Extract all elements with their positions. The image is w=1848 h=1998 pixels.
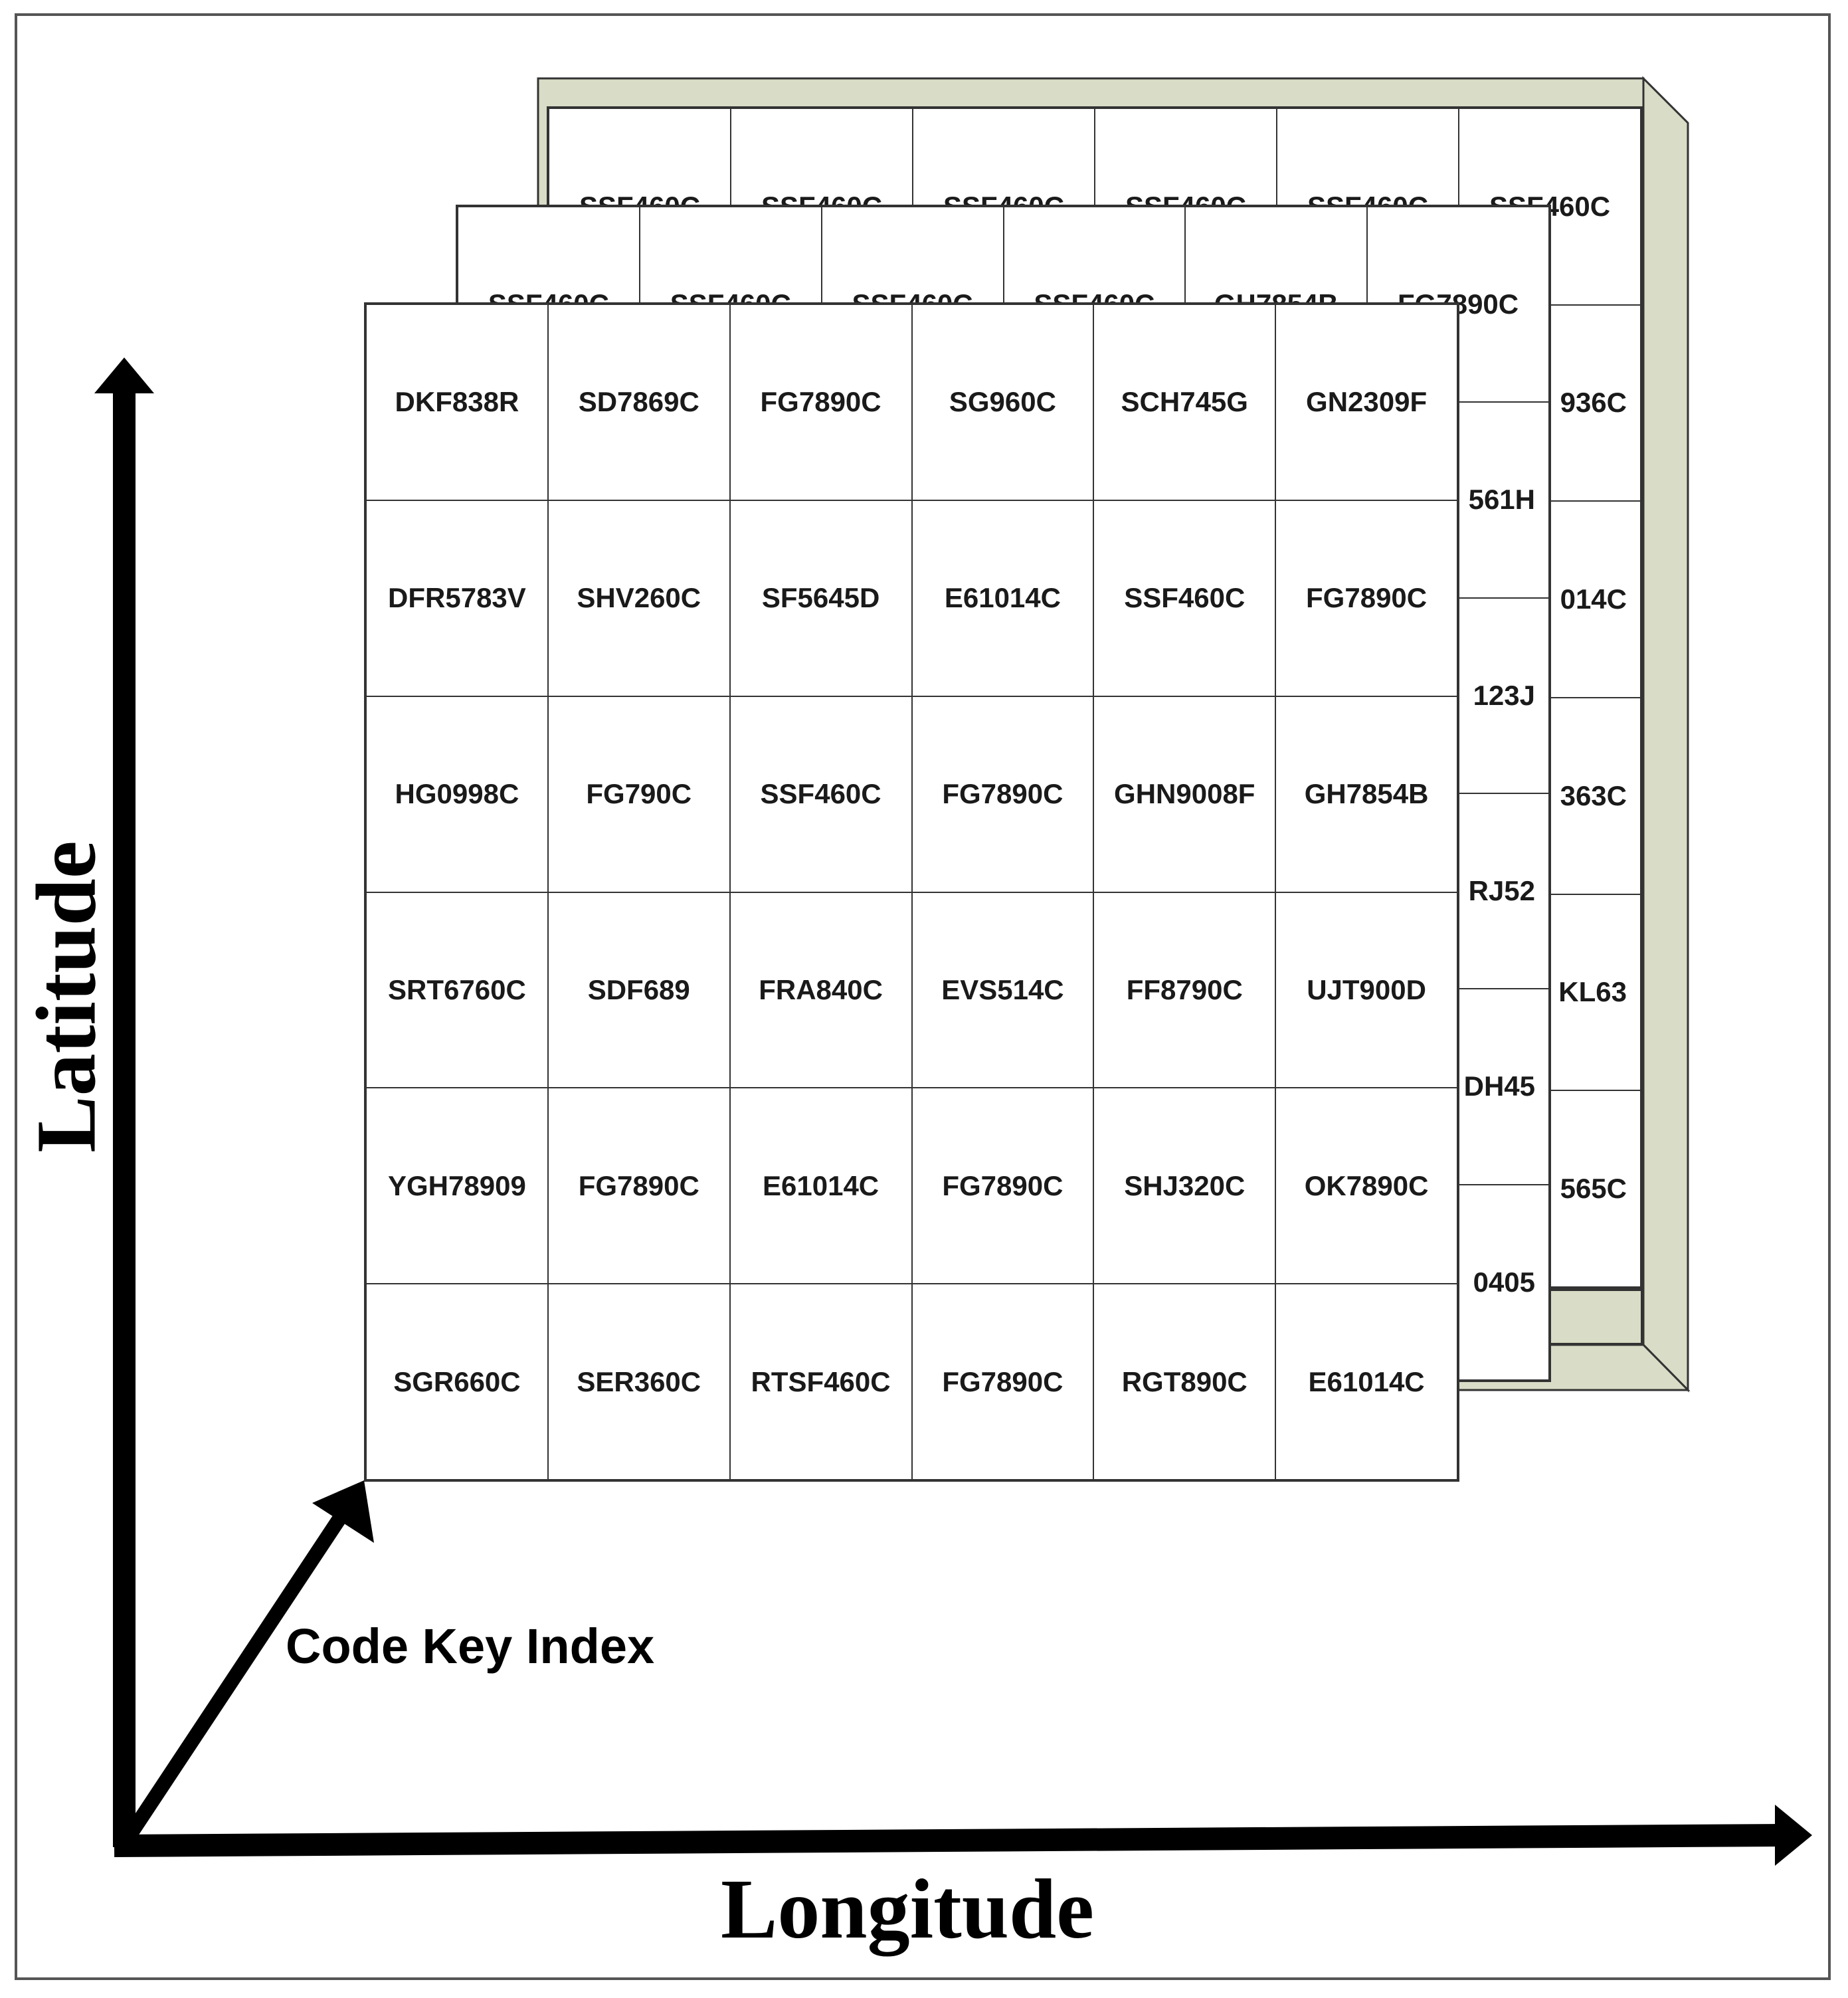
front-grid-cell: SHJ320C	[1093, 1088, 1276, 1284]
front-grid-cell: SRT6760C	[366, 892, 548, 1088]
front-grid-cell: FG7890C	[729, 304, 912, 500]
longitude-axis-line	[114, 1824, 1781, 1857]
front-grid-cell: RGT890C	[1093, 1284, 1276, 1480]
front-grid-cell: EVS514C	[911, 892, 1094, 1088]
code-key-index-axis-line	[120, 1505, 352, 1845]
front-grid-cell: FG790C	[547, 696, 730, 892]
front-grid-cell: FG7890C	[1275, 500, 1457, 696]
code-key-index-label: Code Key Index	[286, 1619, 655, 1674]
front-grid-cell: SSF460C	[1093, 500, 1276, 696]
front-grid-cell: SSF460C	[729, 696, 912, 892]
front-grid-cell: YGH78909	[366, 1088, 548, 1284]
front-grid-cell: E61014C	[1275, 1284, 1457, 1480]
front-grid-cell: FG7890C	[547, 1088, 730, 1284]
front-grid-cell: SHV260C	[547, 500, 730, 696]
front-grid-cell: SF5645D	[729, 500, 912, 696]
front-grid-cell: FRA840C	[729, 892, 912, 1088]
front-grid-cell: DKF838R	[366, 304, 548, 500]
front-grid-cell: SD7869C	[547, 304, 730, 500]
front-grid-cell: GHN9008F	[1093, 696, 1276, 892]
front-grid-cell: FG7890C	[911, 1088, 1094, 1284]
front-grid-cell: DFR5783V	[366, 500, 548, 696]
front-grid-cell: SDF689	[547, 892, 730, 1088]
front-grid-cell: SGR660C	[366, 1284, 548, 1480]
front-grid-cell: UJT900D	[1275, 892, 1457, 1088]
longitude-axis-label: Longitude	[721, 1862, 1094, 1956]
front-grid-cell: SER360C	[547, 1284, 730, 1480]
front-grid-cell: SG960C	[911, 304, 1094, 500]
longitude-axis-arrowhead	[1775, 1805, 1812, 1866]
front-grid-cell: RTSF460C	[729, 1284, 912, 1480]
front-grid-cell: SCH745G	[1093, 304, 1276, 500]
front-grid-cell: FG7890C	[911, 696, 1094, 892]
front-grid-cell: GH7854B	[1275, 696, 1457, 892]
front-grid-cell: HG0998C	[366, 696, 548, 892]
latitude-axis-arrowhead	[94, 357, 154, 393]
front-grid-cell: E61014C	[729, 1088, 912, 1284]
front-grid-cell: E61014C	[911, 500, 1094, 696]
front-grid-cell: FF8790C	[1093, 892, 1276, 1088]
latitude-axis-label: Latitude	[19, 841, 114, 1153]
front-grid-cell: OK7890C	[1275, 1088, 1457, 1284]
front-grid-cell: GN2309F	[1275, 304, 1457, 500]
front-grid-cell: FG7890C	[911, 1284, 1094, 1480]
code-key-index-arrowhead	[312, 1480, 374, 1543]
